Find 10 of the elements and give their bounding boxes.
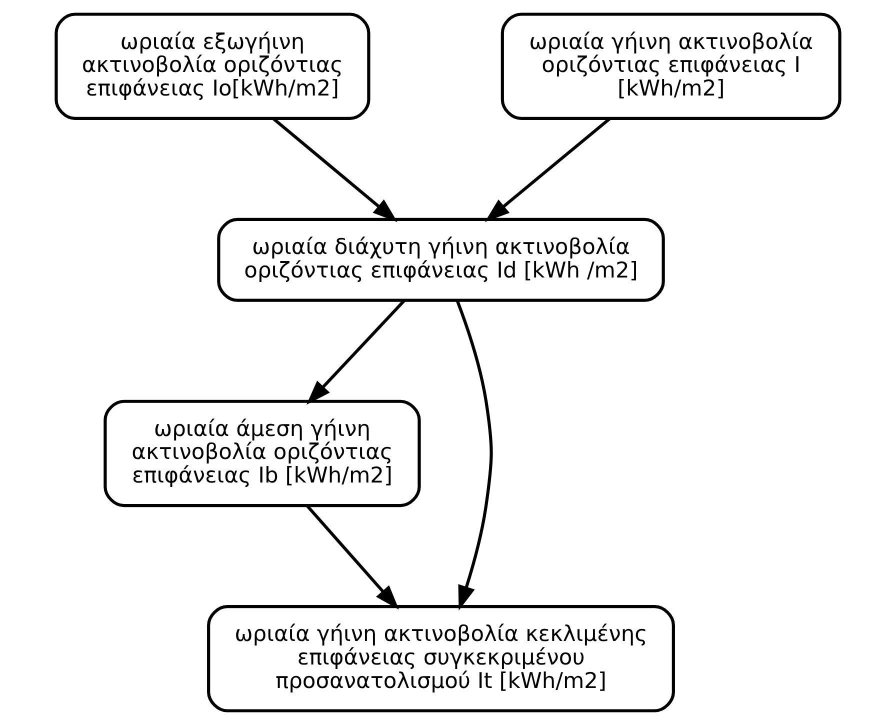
node-box: ωριαία γήινη ακτινοβολία οριζόντιας επιφάνειας I [kWh/m2] bbox=[500, 12, 842, 120]
node-box: ωριαία εξωγήινη ακτινοβολία οριζόντιας επιφάνειας Io[kWh/m2] bbox=[54, 12, 370, 120]
arrow bbox=[306, 299, 406, 405]
arrow bbox=[306, 504, 400, 610]
node-box: ωριαία γήινη ακτινοβολία κεκλιμένης επιφάνειας συγκεκριμένου προσανατολισμού It [kWh/m2] bbox=[207, 605, 675, 712]
arrow bbox=[456, 300, 493, 610]
node-box: ωριαία διάχυτη γήινη ακτινοβολία οριζόντιας επιφάνειας Id [kWh /m2] bbox=[217, 218, 665, 302]
arrow bbox=[484, 117, 612, 222]
arrow bbox=[272, 117, 398, 222]
node-box: ωριαία άμεση γήινη ακτινοβολία οριζόντιας επιφάνειας Ib [kWh/m2] bbox=[104, 400, 421, 508]
